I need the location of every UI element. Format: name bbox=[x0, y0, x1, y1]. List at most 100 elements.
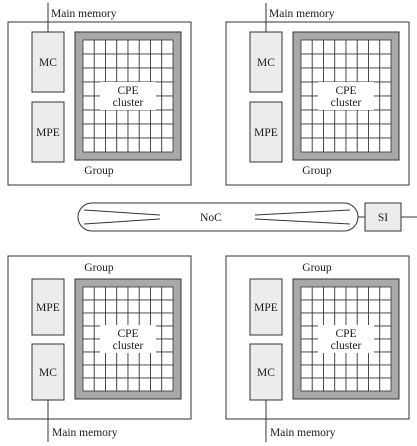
cpe-cell bbox=[345, 312, 358, 327]
cpe-cell bbox=[368, 123, 381, 139]
cpe-cell bbox=[356, 351, 369, 366]
cpe-cell bbox=[116, 137, 129, 153]
group-label: Group bbox=[302, 262, 332, 274]
cpe-cell bbox=[82, 95, 95, 111]
cpe-cell bbox=[127, 123, 140, 139]
cpe-cell bbox=[379, 81, 392, 97]
cpe-cell bbox=[323, 137, 336, 153]
cpe-cell bbox=[127, 351, 140, 366]
cpe-cell bbox=[311, 53, 324, 69]
cpe-cell bbox=[334, 137, 347, 153]
cpe-cell bbox=[356, 286, 369, 301]
noc-label: NoC bbox=[200, 212, 222, 224]
cpe-cluster-label-line1: CPE bbox=[335, 85, 356, 97]
cpe-cell bbox=[82, 53, 95, 69]
cpe-cell bbox=[138, 351, 151, 366]
cpe-cell bbox=[356, 53, 369, 69]
cpe-cell bbox=[300, 377, 313, 392]
cpe-cell bbox=[82, 377, 95, 392]
cpe-cell bbox=[116, 123, 129, 139]
cpe-cell bbox=[345, 299, 358, 314]
cpe-cell bbox=[334, 53, 347, 69]
cpe-cell bbox=[334, 67, 347, 83]
cpe-cell bbox=[300, 325, 313, 340]
cpe-cell bbox=[356, 364, 369, 379]
cpe-cell bbox=[161, 95, 174, 111]
cpe-cell bbox=[138, 299, 151, 314]
mpe-module bbox=[31, 101, 65, 163]
cpe-cell bbox=[150, 39, 163, 55]
noc-connector-right bbox=[254, 218, 351, 225]
cpe-cell bbox=[150, 299, 163, 314]
cpe-cell bbox=[300, 81, 313, 97]
cpe-cell bbox=[300, 338, 313, 353]
cpe-cell bbox=[105, 299, 118, 314]
cpe-cell bbox=[138, 109, 151, 125]
cpe-cell bbox=[93, 109, 106, 125]
cpe-cell bbox=[150, 286, 163, 301]
noc-connector-left bbox=[83, 218, 161, 225]
cpe-cell bbox=[356, 137, 369, 153]
cpe-cell bbox=[345, 286, 358, 301]
cpe-cell bbox=[161, 312, 174, 327]
cpe-cell bbox=[82, 364, 95, 379]
cpe-cell bbox=[300, 123, 313, 139]
cpe-cell bbox=[368, 109, 381, 125]
cpe-cluster-label-line1: CPE bbox=[117, 328, 138, 340]
cpe-cell bbox=[93, 286, 106, 301]
cpe-cell bbox=[150, 109, 163, 125]
cpe-cluster-label-line2: cluster bbox=[113, 97, 144, 109]
cpe-cell bbox=[116, 53, 129, 69]
cpe-cell bbox=[379, 39, 392, 55]
cpe-cell bbox=[300, 286, 313, 301]
main-memory-label: Main memory bbox=[51, 8, 117, 20]
cpe-cell bbox=[323, 123, 336, 139]
cpe-cell bbox=[105, 39, 118, 55]
cpe-cell bbox=[345, 53, 358, 69]
mc-module bbox=[31, 31, 65, 93]
cpe-cell bbox=[379, 109, 392, 125]
cpe-cell bbox=[356, 39, 369, 55]
cpe-cell bbox=[323, 286, 336, 301]
cpe-cell bbox=[138, 67, 151, 83]
cpe-cell bbox=[368, 312, 381, 327]
cpe-cell bbox=[334, 299, 347, 314]
cpe-cell bbox=[311, 39, 324, 55]
cpe-cell bbox=[345, 364, 358, 379]
mc-label: MC bbox=[39, 367, 57, 379]
cpe-cell bbox=[379, 299, 392, 314]
cpe-cell bbox=[93, 67, 106, 83]
mc-module bbox=[31, 343, 65, 401]
cpe-cell bbox=[311, 351, 324, 366]
cpe-cell bbox=[82, 123, 95, 139]
cpe-cell bbox=[93, 364, 106, 379]
cpe-cell bbox=[379, 312, 392, 327]
cpe-cell bbox=[379, 364, 392, 379]
cpe-cell bbox=[161, 109, 174, 125]
cpe-cell bbox=[82, 109, 95, 125]
cpe-cell bbox=[105, 137, 118, 153]
cpe-cell bbox=[127, 67, 140, 83]
cpe-cell bbox=[356, 123, 369, 139]
cpe-cell bbox=[379, 137, 392, 153]
cpe-cell bbox=[334, 123, 347, 139]
main-memory-label: Main memory bbox=[270, 427, 336, 439]
cpe-cell bbox=[127, 377, 140, 392]
cpe-cell bbox=[323, 377, 336, 392]
cpe-cell bbox=[150, 351, 163, 366]
mc-label: MC bbox=[257, 367, 275, 379]
cpe-cell bbox=[150, 53, 163, 69]
cpe-cell bbox=[105, 67, 118, 83]
cpe-cell bbox=[105, 109, 118, 125]
cpe-cell bbox=[356, 67, 369, 83]
mc-module bbox=[249, 31, 283, 93]
cpe-cell bbox=[300, 67, 313, 83]
mc-module bbox=[249, 343, 283, 401]
cpe-cell bbox=[323, 312, 336, 327]
cpe-cell bbox=[323, 53, 336, 69]
cpe-cell bbox=[138, 286, 151, 301]
cpe-cell bbox=[300, 351, 313, 366]
mpe-label: MPE bbox=[36, 127, 60, 139]
